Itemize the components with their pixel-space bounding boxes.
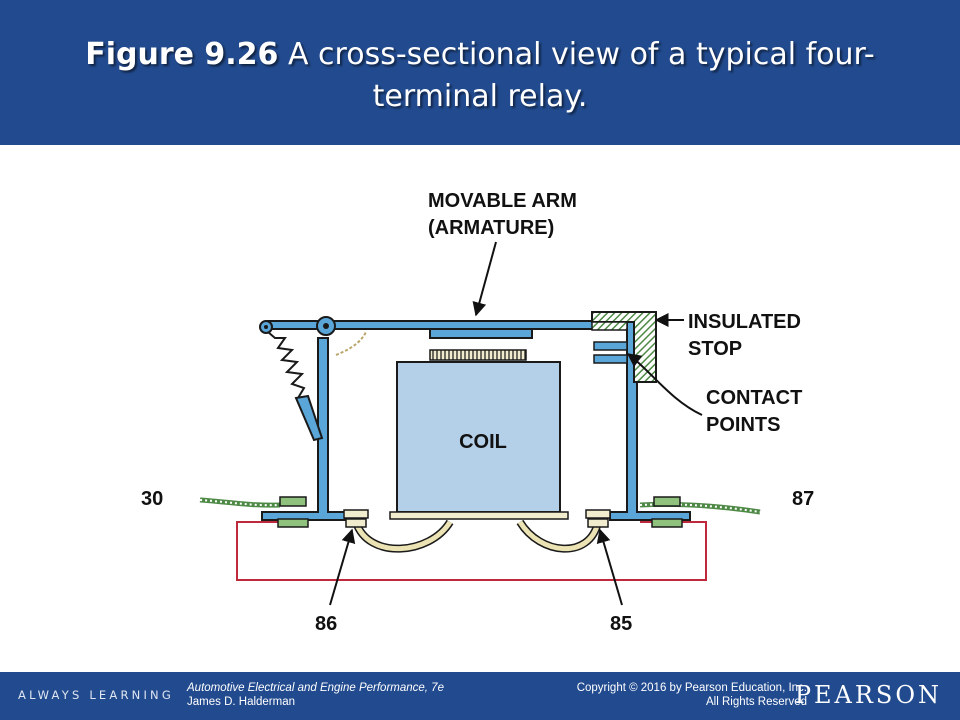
label-movable-arm-2: (ARMATURE) [428,217,554,239]
left-frame [261,337,346,521]
copyright: Copyright © 2016 by Pearson Education, I… [577,681,807,709]
coil-label: COIL [459,431,507,453]
contact-points [593,341,628,364]
relay-diagram: COIL MOVABLE ARM (ARMATURE) INSULATED ST… [141,190,814,635]
book-author: James D. Halderman [187,696,296,708]
copyright-line-1: Copyright © 2016 by Pearson Education, I… [576,682,807,694]
label-contact-points-1: CONTACT [706,387,802,409]
arrow-terminal-86 [329,528,356,606]
return-spring [267,331,306,399]
book-info: Automotive Electrical and Engine Perform… [187,681,444,709]
label-movable-arm-1: MOVABLE ARM [428,190,577,212]
book-title: Automotive Electrical and Engine Perform… [187,682,444,694]
figure-caption: A cross-sectional view of a typical four… [287,37,875,114]
label-terminal-85: 85 [610,613,632,635]
coil-circuit-wire [236,521,707,581]
arrow-movable-arm [472,241,497,317]
slide-title: Figure 9.26 A cross-sectional view of a … [40,34,920,118]
figure-number: Figure 9.26 [85,37,279,72]
slide-header: Figure 9.26 A cross-sectional view of a … [0,0,960,145]
coil-body [396,361,561,513]
arrow-contact-points [626,353,703,416]
label-insulated-stop-1: INSULATED [688,311,801,333]
always-learning-tagline: ALWAYS LEARNING [18,688,174,702]
arrow-terminal-85 [596,528,623,606]
armature-plate [429,328,533,339]
label-insulated-stop-2: STOP [688,338,742,360]
coil-base [389,511,569,520]
coil-core-top [429,349,527,361]
label-terminal-30: 30 [141,488,163,510]
terminal-nut-87 [651,496,683,528]
label-terminal-86: 86 [315,613,337,635]
slide-footer: ALWAYS LEARNING Automotive Electrical an… [0,672,960,720]
label-contact-points-2: POINTS [706,414,780,436]
pearson-logo: PEARSON [794,681,942,709]
terminal-nut-86 [343,509,369,528]
copyright-line-2: All Rights Reserved [706,696,807,708]
terminal-nut-85 [585,509,611,528]
label-terminal-87: 87 [792,488,814,510]
terminal-nut-30 [277,496,309,528]
